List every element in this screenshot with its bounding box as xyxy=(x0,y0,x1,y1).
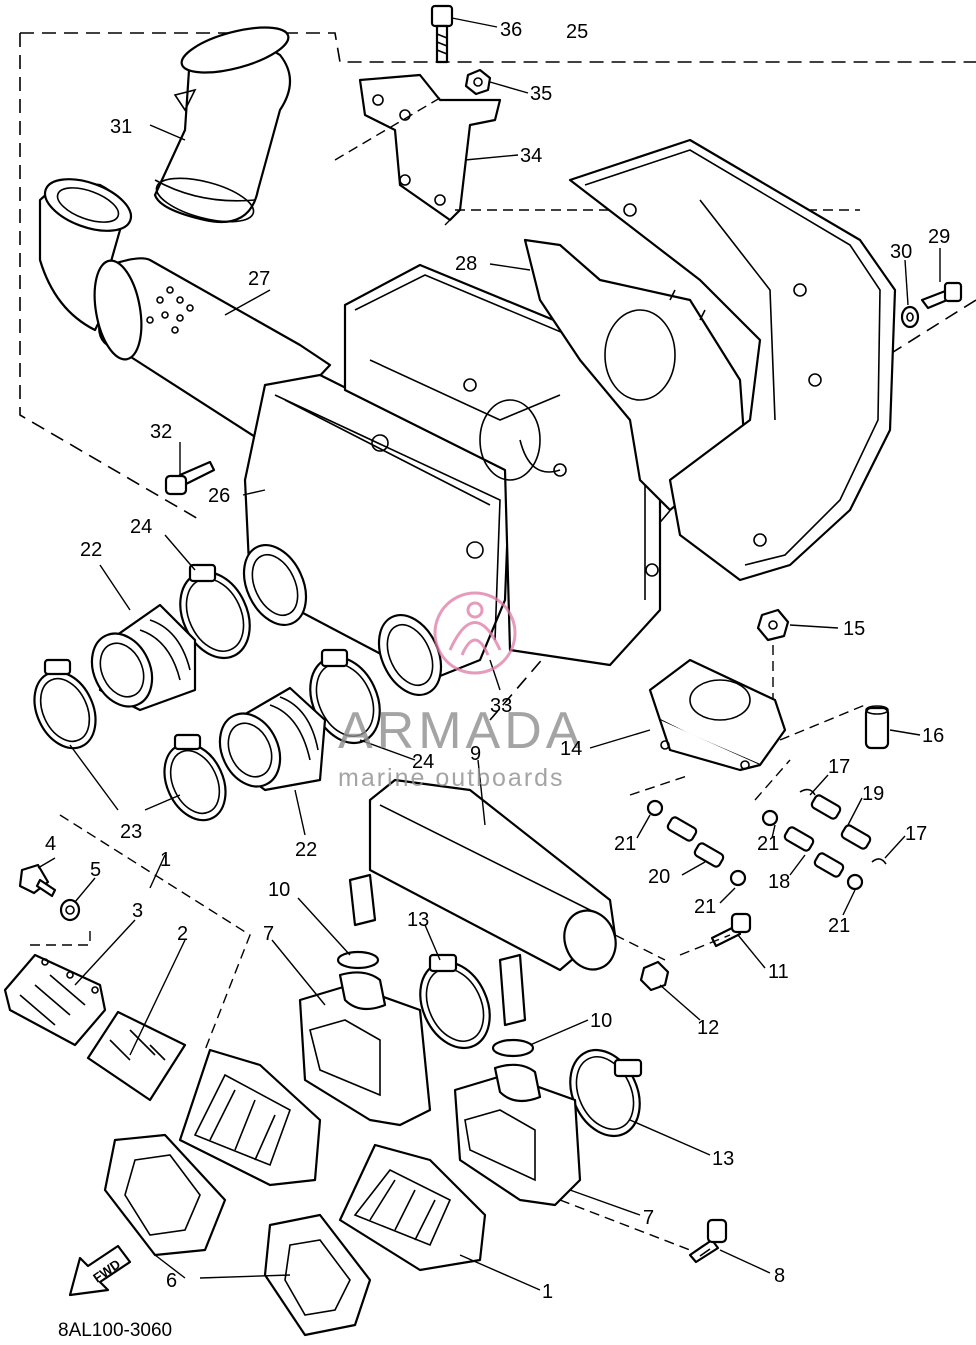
part-15-nut xyxy=(756,608,790,642)
callout-9: 9 xyxy=(470,743,481,765)
part-13-clamp-lower xyxy=(569,1048,643,1138)
part-22-joint-upper xyxy=(90,603,197,712)
fwd-arrow-icon: FWD xyxy=(68,1244,132,1297)
part-11-bolt xyxy=(710,912,752,948)
callout-35: 35 xyxy=(530,83,552,105)
callout-30: 30 xyxy=(890,241,912,263)
part-10-o-ring-upper xyxy=(336,950,380,970)
part-7-manifold-upper xyxy=(298,971,432,1127)
part-29-bolt xyxy=(920,281,963,310)
callout-22-upper: 22 xyxy=(80,539,102,561)
callout-22-lower: 22 xyxy=(295,839,317,861)
callout-31: 31 xyxy=(110,116,132,138)
callout-11: 11 xyxy=(768,961,789,983)
callout-26: 26 xyxy=(208,485,230,507)
part-24-clamp-upper xyxy=(179,563,251,660)
part-6-gasket-lower xyxy=(263,1213,372,1337)
part-24-clamp-lower xyxy=(309,648,381,745)
air-box-cover xyxy=(568,138,897,582)
watermark-logo-icon xyxy=(433,591,517,675)
watermark: ARMADA marine outboards xyxy=(338,591,584,792)
callout-16: 16 xyxy=(922,725,944,747)
part-27-intake-pipe xyxy=(38,178,332,442)
part-13-clamp-upper xyxy=(419,953,491,1050)
watermark-tagline: marine outboards xyxy=(338,764,565,792)
part-12-nut xyxy=(639,960,670,992)
part-3-reed-stopper xyxy=(3,953,107,1047)
watermark-brand: ARMADA xyxy=(338,702,584,760)
part-35-nut xyxy=(464,68,492,96)
callout-3: 3 xyxy=(132,900,143,922)
callout-23: 23 xyxy=(120,821,142,843)
part-26-air-box-front xyxy=(242,373,512,696)
callout-19: 19 xyxy=(862,783,884,805)
fuel-hoses xyxy=(646,788,887,891)
part-14-block xyxy=(648,658,787,772)
callout-12: 12 xyxy=(697,1017,719,1039)
callout-14: 14 xyxy=(560,738,582,760)
callout-36: 36 xyxy=(500,19,522,41)
callout-17-upper: 17 xyxy=(828,756,850,778)
part-9-silencer xyxy=(348,778,617,1027)
callout-32: 32 xyxy=(150,421,172,443)
callout-34: 34 xyxy=(520,145,542,167)
callout-13-lower: 13 xyxy=(712,1148,734,1170)
callout-7-upper: 7 xyxy=(263,923,274,945)
callout-33: 33 xyxy=(490,695,512,717)
callout-4: 4 xyxy=(45,833,56,855)
callout-27: 27 xyxy=(248,268,270,290)
callout-1-upper: 1 xyxy=(160,849,171,871)
part-22-joint-lower xyxy=(218,686,327,792)
part-23-clamp-upper xyxy=(33,658,97,750)
callout-7-lower: 7 xyxy=(643,1207,654,1229)
part-1-reed-valve-lower xyxy=(338,1143,487,1272)
callout-28: 28 xyxy=(455,253,477,275)
leader-lines xyxy=(37,17,941,1291)
part-5-washer xyxy=(59,898,81,922)
callout-5: 5 xyxy=(90,859,101,881)
diagram-code: 8AL100-3060 xyxy=(58,1320,172,1341)
hose-guides xyxy=(629,759,791,801)
callout-29: 29 xyxy=(928,226,950,248)
callout-21-d: 21 xyxy=(828,915,850,937)
callout-21-b: 21 xyxy=(757,833,779,855)
part-8-bolt xyxy=(688,1218,728,1264)
callout-15: 15 xyxy=(843,618,865,640)
callout-2: 2 xyxy=(177,923,188,945)
callout-17-lower: 17 xyxy=(905,823,927,845)
part-16-guide xyxy=(779,704,866,741)
part-8-guide xyxy=(559,1199,691,1251)
part-31-elbow-duct xyxy=(153,26,292,224)
callout-21-a: 21 xyxy=(614,833,636,855)
callout-21-c: 21 xyxy=(694,896,716,918)
callout-labels: 36 25 35 34 31 27 28 29 30 32 26 24 22 1… xyxy=(45,19,950,1303)
part-12-guide xyxy=(614,934,731,961)
part-10-o-ring-lower xyxy=(491,1038,535,1058)
callout-24-lower: 24 xyxy=(412,751,434,773)
part-36-bolt xyxy=(430,4,454,64)
callout-20: 20 xyxy=(648,866,670,888)
callout-8: 8 xyxy=(774,1265,785,1287)
part-30-washer xyxy=(900,305,920,329)
callout-10-upper: 10 xyxy=(268,879,290,901)
part-34-bracket xyxy=(358,73,502,222)
part-23-clamp-lower xyxy=(163,733,227,822)
callout-10-lower: 10 xyxy=(590,1010,612,1032)
part-4-screw xyxy=(18,863,57,898)
part-6-gasket-upper xyxy=(103,1133,227,1257)
part-2-reed-petal xyxy=(86,1010,187,1102)
reed-group-outline xyxy=(30,814,251,1051)
part-7-manifold-lower xyxy=(453,1063,582,1207)
callout-1-lower: 1 xyxy=(542,1281,553,1303)
pipe-holes xyxy=(146,286,194,334)
callout-24-upper: 24 xyxy=(130,516,152,538)
part-16-filter xyxy=(864,705,890,750)
callout-13-upper: 13 xyxy=(407,909,429,931)
callout-25: 25 xyxy=(566,21,588,43)
callout-18: 18 xyxy=(768,871,790,893)
part-1-reed-valve-upper xyxy=(178,1048,322,1187)
callout-6: 6 xyxy=(166,1270,177,1292)
part-32-bolt xyxy=(164,460,216,496)
